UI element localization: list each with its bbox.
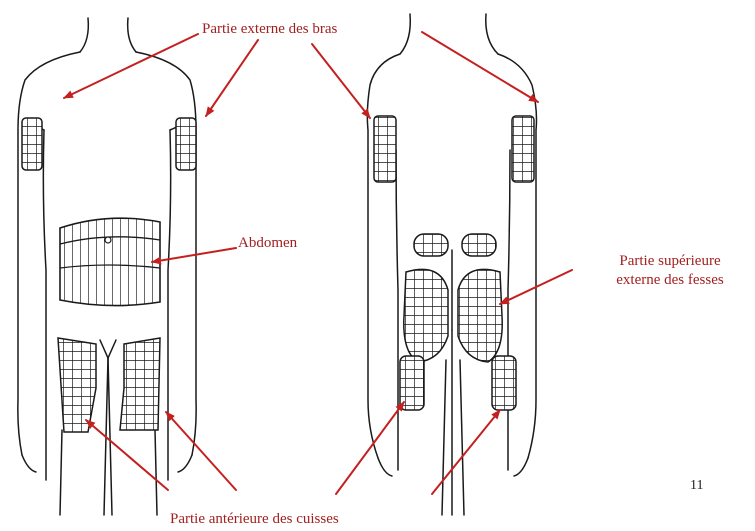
label-buttocks-line1: Partie supérieure — [588, 252, 752, 271]
arrow-thigh-back-left — [336, 402, 404, 494]
arrow-abdomen — [152, 248, 236, 262]
label-buttocks: Partie supérieure externe des fesses — [588, 252, 752, 290]
label-front-thighs: Partie antérieure des cuisses — [170, 510, 339, 529]
label-outer-arms: Partie externe des bras — [202, 20, 337, 39]
page-number: 11 — [690, 478, 703, 494]
label-buttocks-line2: externe des fesses — [588, 271, 752, 290]
arrow-arm-front-right — [206, 40, 258, 116]
label-abdomen: Abdomen — [238, 234, 297, 253]
back-body-figure — [367, 14, 536, 515]
arrow-thigh-right — [166, 412, 236, 490]
arrow-thigh-back-right — [432, 410, 500, 494]
arrow-arm-back-left — [312, 44, 370, 118]
